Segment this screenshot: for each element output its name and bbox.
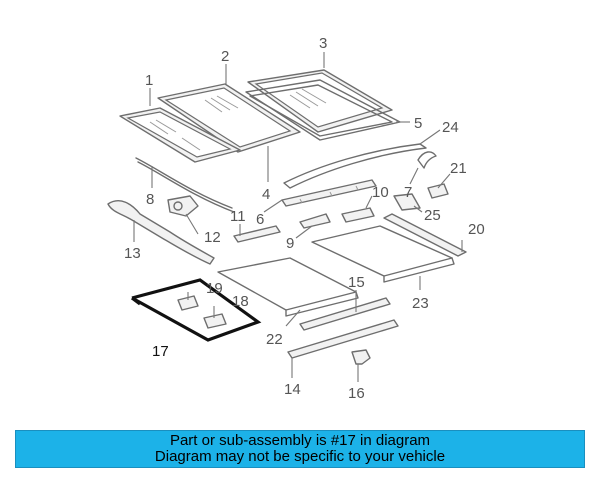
callout-12: 12 bbox=[204, 229, 221, 246]
part-24-deflector bbox=[283, 143, 427, 189]
callout-labels: 1 2 3 4 5 6 7 8 9 10 11 12 13 14 15 16 1… bbox=[124, 35, 485, 402]
part-8-drain-tube bbox=[135, 157, 235, 213]
info-banner: Part or sub-assembly is #17 in diagram D… bbox=[15, 430, 585, 468]
callout-6: 6 bbox=[256, 211, 264, 228]
part-21-clip bbox=[427, 183, 449, 199]
banner-line-2: Diagram may not be specific to your vehi… bbox=[154, 448, 446, 465]
callout-14: 14 bbox=[284, 381, 301, 398]
callout-10: 10 bbox=[372, 184, 389, 201]
callout-9: 9 bbox=[286, 235, 294, 252]
part-9-bracket bbox=[299, 213, 331, 229]
part-7-clip bbox=[417, 151, 437, 169]
callout-3: 3 bbox=[319, 35, 327, 52]
part-10-bracket bbox=[341, 207, 375, 223]
callout-18: 18 bbox=[232, 293, 249, 310]
part-15-cover-strip bbox=[299, 297, 391, 331]
callout-4: 4 bbox=[262, 186, 270, 203]
part-19-clip bbox=[177, 295, 199, 311]
callout-21: 21 bbox=[450, 160, 467, 177]
parts-diagram: 1 2 3 4 5 6 7 8 9 10 11 12 13 14 15 16 1… bbox=[107, 35, 485, 402]
part-25-mechanism bbox=[393, 193, 421, 211]
callout-2: 2 bbox=[221, 48, 229, 65]
callout-15: 15 bbox=[348, 274, 365, 291]
callout-17: 17 bbox=[152, 343, 169, 360]
part-14-lower-trim bbox=[287, 319, 399, 359]
callout-16: 16 bbox=[348, 385, 365, 402]
part-2-front-glass bbox=[157, 83, 301, 153]
callout-1: 1 bbox=[145, 72, 153, 89]
part-12-motor bbox=[167, 195, 199, 217]
callout-24: 24 bbox=[442, 119, 459, 136]
callout-8: 8 bbox=[146, 191, 154, 208]
part-6-guide-rail bbox=[281, 179, 377, 207]
callout-13: 13 bbox=[124, 245, 141, 262]
part-18-clip bbox=[203, 313, 227, 329]
callout-25: 25 bbox=[424, 207, 441, 224]
part-20-rear-rail bbox=[383, 213, 467, 257]
callout-23: 23 bbox=[412, 295, 429, 312]
callout-11: 11 bbox=[230, 208, 246, 225]
part-1-panel-frame bbox=[119, 107, 241, 163]
part-11-rail bbox=[233, 225, 281, 243]
callout-22: 22 bbox=[266, 331, 283, 348]
banner-line-1: Part or sub-assembly is #17 in diagram bbox=[169, 432, 431, 449]
callout-20: 20 bbox=[468, 221, 485, 238]
callout-19: 19 bbox=[206, 280, 223, 297]
callout-7: 7 bbox=[404, 184, 412, 201]
callout-5: 5 bbox=[414, 115, 422, 132]
part-13-drain-hose bbox=[107, 200, 215, 265]
part-23-rear-sunshade bbox=[311, 225, 455, 283]
leader-lines bbox=[133, 52, 463, 382]
part-17-seal-highlighted bbox=[131, 278, 262, 342]
part-16-clip bbox=[351, 349, 371, 365]
